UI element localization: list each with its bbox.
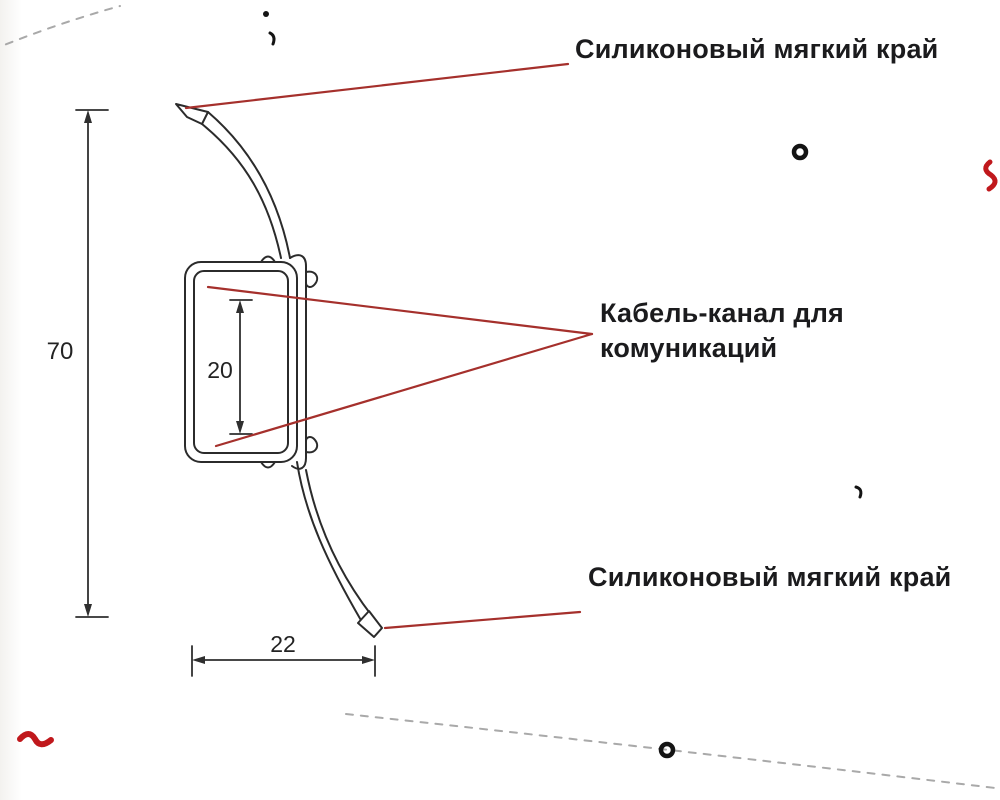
profile-lower-wall-inner [296,461,363,623]
arrowhead-up [84,110,92,123]
leader-cable-bottom [214,332,594,448]
arrowhead-right [362,656,375,664]
dim-label-22: 22 [270,631,296,657]
scan-artifacts-dashed [0,5,1000,790]
label-cable-channel: Кабель-канал для комуникаций [600,298,845,363]
dim-label-70: 70 [46,338,74,365]
dimension-22 [191,645,376,677]
arrowhead-down [236,421,244,434]
red-squiggle-right [983,159,998,192]
label-top-soft-edge: Силиконовый мягкий край [575,34,939,64]
dimension-70 [75,109,109,618]
dashed-curve-top-left [0,5,121,48]
cable-channel-inner [193,270,289,454]
leader-bottom-edge [383,610,582,630]
profile-lower-wall-outer [305,469,373,617]
dimension-20 [229,299,253,435]
ink-comma [854,485,863,499]
scan-artifacts-red [17,159,998,748]
ink-comma [268,31,276,46]
snap-ear-bottom [305,436,319,454]
leader-lines [184,62,594,630]
arrowhead-up [236,300,244,313]
red-squiggle-bottom-left [17,731,54,748]
ink-ring [658,741,676,759]
arrowhead-down [84,604,92,617]
label-bottom-soft-edge: Силиконовый мягкий край [588,562,952,592]
arrowhead-left [192,656,205,664]
profile-upper-wall-outer [207,111,291,259]
ink-dot [263,11,269,17]
dashed-curve-bottom [345,713,1000,790]
dim-label-20: 20 [207,357,233,383]
profile-outline [175,103,383,638]
clip-notch-top [260,255,276,263]
ink-ring [791,143,809,161]
snap-ear-top [305,270,319,288]
leader-top-edge [184,62,570,110]
leader-cable-top [206,285,594,336]
profile-bottom-tip [357,610,383,638]
clip-notch-bottom [260,461,276,469]
scan-artifacts-ink [263,11,863,759]
profile-upper-wall-inner [201,123,282,259]
